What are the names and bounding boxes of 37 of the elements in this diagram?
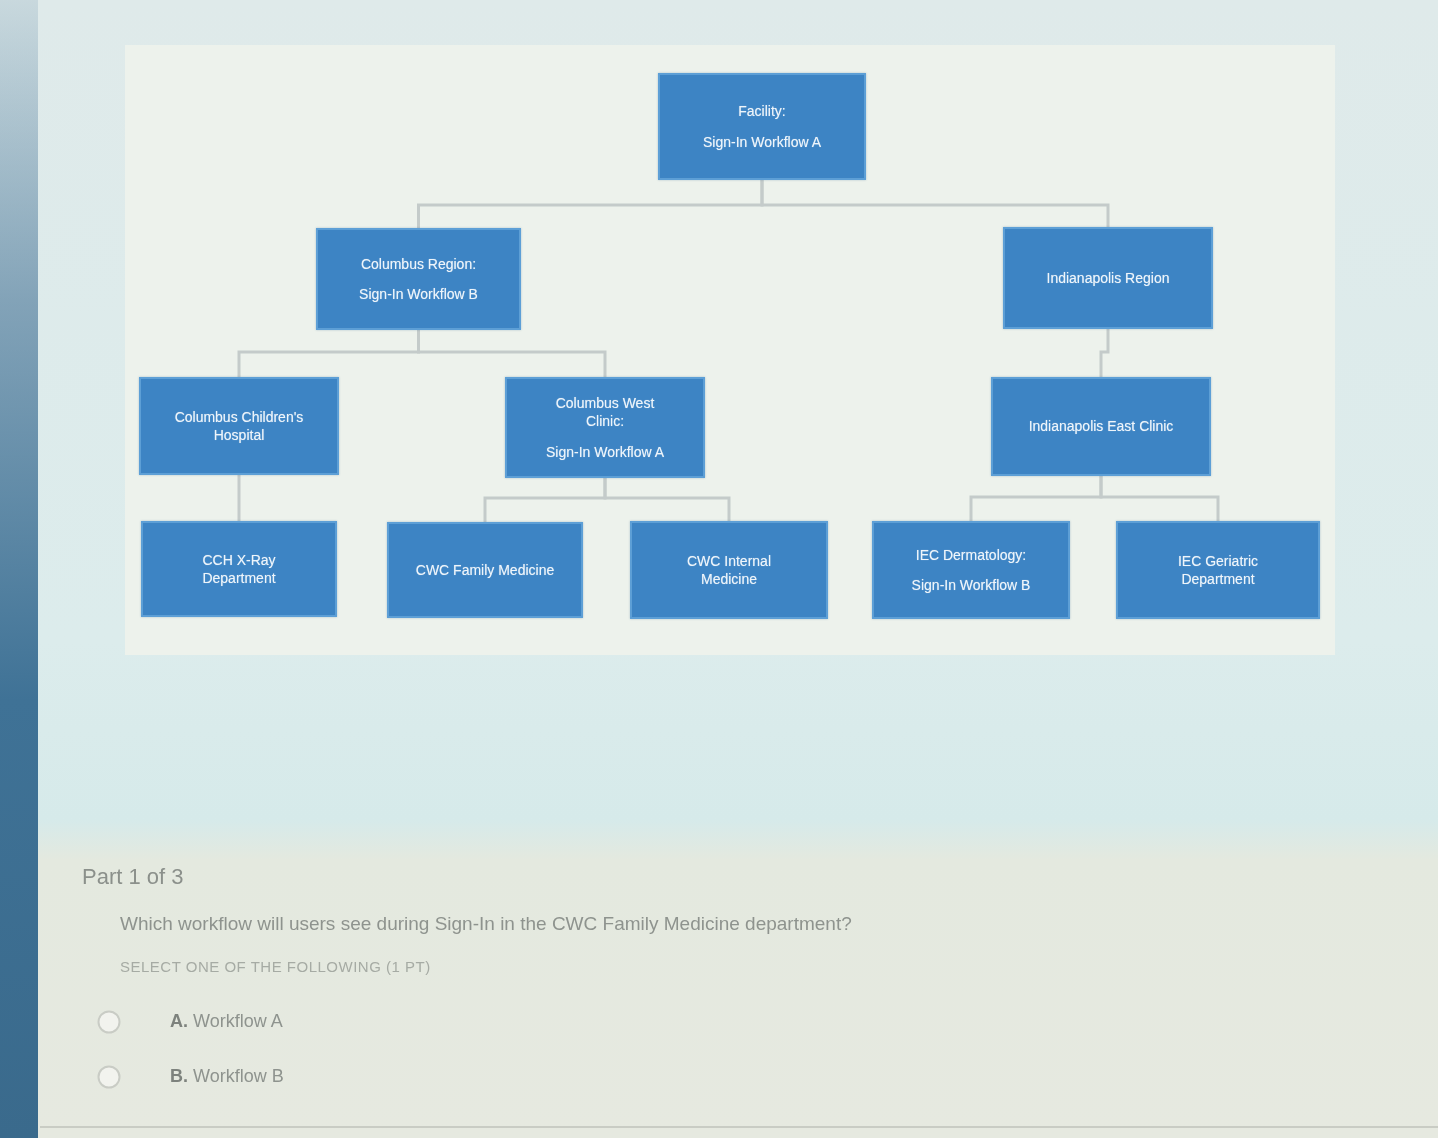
box-label: CCH X-Ray Department [201,550,277,588]
connector-line [417,330,607,377]
option-label: A. Workflow A [170,1011,283,1032]
box-heading: Columbus West Clinic: [554,394,656,431]
connector-line [1099,476,1220,521]
org-chart-box [505,377,705,478]
connector-line [603,478,731,521]
box-heading: Facility: [738,102,786,121]
connector-line [237,475,241,521]
instruction-text: SELECT ONE OF THE FOLLOWING (1 PT) [120,958,431,975]
org-chart-box [630,521,828,619]
box-heading: IEC Dermatology: [915,545,1027,564]
org-chart-box [139,377,339,475]
box-label: IEC Geriatric Department [1176,551,1260,589]
org-chart-box [1003,227,1213,329]
org-chart-box [387,522,583,618]
box-label: Indianapolis Region [1046,268,1170,288]
option-label: B. Workflow B [170,1066,284,1087]
question-text: Which workflow will users see during Sign-In in the CWC Family Medicine department? [120,913,852,935]
connector-line [1099,329,1110,377]
org-chart-box [658,73,866,180]
org-chart-box [141,521,337,617]
org-chart-box [991,377,1211,476]
box-label: CWC Internal Medicine [686,551,772,589]
box-label: CWC Family Medicine [415,560,555,580]
connector-line [760,180,1110,227]
box-label: Sign-In Workflow B [911,576,1031,595]
part-heading: Part 1 of 3 [82,864,184,890]
box-label: Columbus Children's Hospital [173,407,305,445]
org-chart-box [316,228,521,330]
org-chart-box [1116,521,1320,619]
box-label: Sign-In Workflow A [546,442,664,461]
box-heading: Columbus Region: [360,254,477,273]
org-chart-box [872,521,1070,619]
box-label: Sign-In Workflow A [703,132,821,151]
box-label: Sign-In Workflow B [359,285,478,304]
box-label: Indianapolis East Clinic [1028,417,1174,436]
